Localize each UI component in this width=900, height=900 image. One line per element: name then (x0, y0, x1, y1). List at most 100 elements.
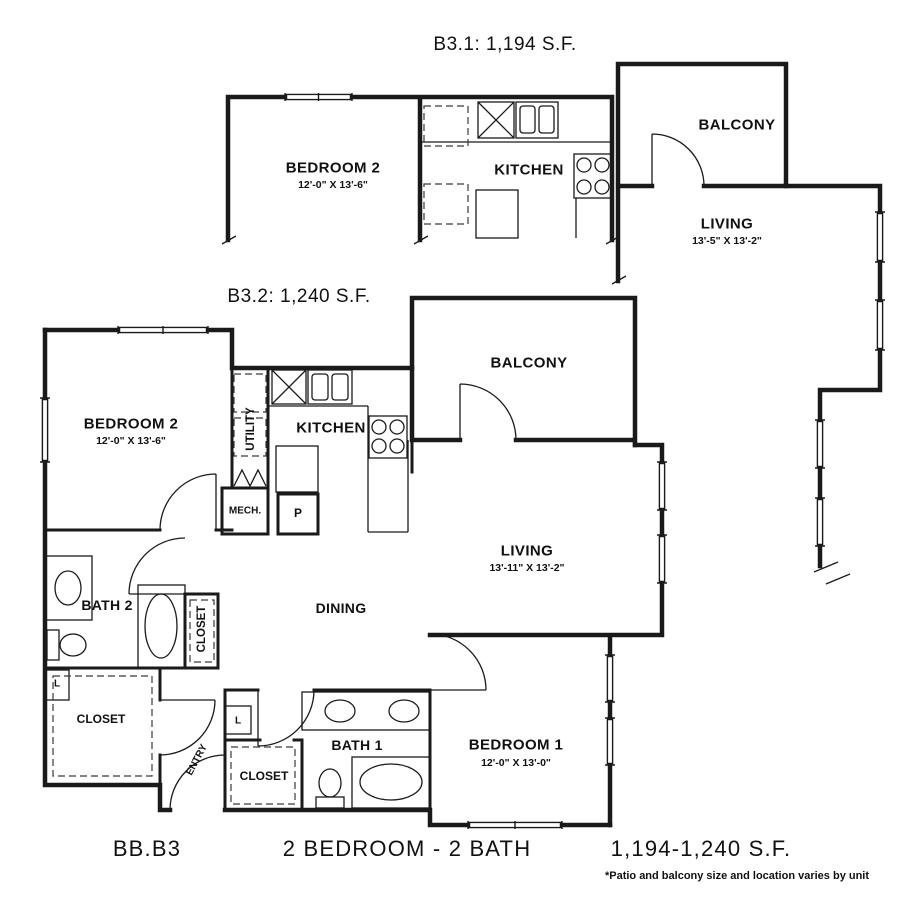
fridge-b32 (275, 445, 319, 493)
footer-footnote: *Patio and balcony size and location var… (604, 870, 870, 882)
hall-closet-dashes (189, 599, 215, 663)
kitchen-sink-b32 (307, 369, 353, 405)
break-marks (221, 235, 851, 585)
bath2-tub (137, 584, 186, 669)
bath1-sink-right (388, 699, 420, 723)
bath2-toilet-tank (46, 629, 60, 661)
bath1-door-arc (257, 689, 315, 747)
window-bedroom2-top (117, 326, 209, 334)
utility-bifold-door (233, 468, 267, 488)
burner (389, 419, 405, 435)
wall-b31-right (783, 183, 883, 569)
bath1-vanity (301, 691, 431, 731)
bedroom2-door-arc (159, 473, 217, 531)
room-label-b32-balcony: BALCONY (490, 354, 568, 372)
kitchen-counter-b31 (420, 141, 612, 238)
range-b32 (368, 415, 408, 459)
footer-plan-type: 2 BEDROOM - 2 BATH (282, 836, 532, 861)
dim-label-b32-bedroom1: 12'-0" X 13'-0" (481, 757, 551, 769)
bath1-toilet-bowl (318, 768, 342, 798)
dim-label-b32-living: 13'-11" X 13'-2" (489, 562, 565, 574)
wall-b32-top (42, 327, 415, 371)
footer-plan-code: BB.B3 (112, 836, 182, 861)
wall-bath1-closet (223, 738, 304, 812)
room-label-b31-living: LIVING (700, 215, 754, 233)
linen-label-a: L (53, 678, 61, 690)
linen-label-b: L (234, 715, 242, 727)
window-b31-lower-right-2 (815, 497, 825, 547)
bath2-toilet-bowl (59, 633, 87, 657)
appliance-dashed-1-b31 (423, 105, 469, 147)
burner (389, 438, 405, 454)
room-label-b32-dining: DINING (315, 600, 367, 616)
window-b31-living-right-1 (875, 211, 885, 263)
window-b31-living-right-2 (875, 299, 885, 351)
balcony-door-arc-b31 (651, 133, 705, 187)
room-label-b31-kitchen: KITCHEN (494, 161, 564, 179)
kitchen-sink-b31 (515, 101, 559, 139)
room-label-b32-hall-closet: CLOSET (196, 605, 208, 653)
doors-b31 (651, 133, 705, 187)
bath1-closet-dashes (230, 746, 296, 805)
dishwasher-x-b32 (271, 369, 307, 405)
sink-bowl-right-b32 (331, 373, 349, 401)
room-label-b32-bath1: BATH 1 (331, 737, 383, 753)
entry-closet-dashes (52, 675, 153, 777)
dim-label-b31-bedroom2: 12'-0" X 13'-6" (298, 179, 368, 191)
window-bedroom2-left (40, 397, 50, 463)
bedroom1-door-arc (429, 633, 487, 691)
dim-label-b31-living: 13'-5" X 13'-2" (692, 235, 762, 247)
plan-title-b32: B3.2: 1,240 S.F. (227, 286, 371, 307)
doors-b32 (128, 383, 517, 811)
burner (371, 438, 387, 454)
window-b31-bedroom2 (284, 93, 353, 101)
wall-b32-balcony (409, 295, 638, 448)
room-label-b31-balcony: BALCONY (698, 116, 776, 134)
dishwasher-b31 (477, 101, 515, 139)
dim-label-b32-bedroom2: 12'-0" X 13'-6" (96, 435, 166, 447)
window-b31-lower-right-1 (815, 419, 825, 469)
sink-bowl-right-b31 (538, 105, 555, 134)
wall-bath1 (223, 688, 432, 827)
linen-cabinet-b (224, 705, 252, 735)
walls-exterior-b31 (225, 61, 883, 569)
entry-door-arc (169, 754, 226, 811)
room-label-b32-entry-closet: CLOSET (76, 712, 126, 726)
room-label-b32-mech: MECH. (228, 505, 262, 517)
room-label-b32-bedroom2: BEDROOM 2 (83, 415, 179, 433)
bath1-sink-left (324, 699, 356, 723)
wall-b32-right (427, 442, 665, 828)
room-label-b32-bath1-closet: CLOSET (239, 769, 289, 783)
room-label-b32-kitchen: KITCHEN (296, 419, 366, 437)
room-label-b31-bedroom2: BEDROOM 2 (285, 159, 381, 177)
sink-bowl-left-b31 (519, 105, 536, 134)
footer-area-range: 1,194-1,240 S.F. (610, 836, 792, 861)
dishwasher-x-b31 (477, 101, 515, 139)
wall-b31-top (225, 94, 615, 243)
wall-bath2-bottom (43, 666, 220, 787)
burner (594, 157, 610, 173)
entry-closet-door-arc (159, 699, 216, 756)
window-bedroom1-right-1 (605, 654, 615, 703)
bath2-vanity (44, 555, 93, 621)
bath1-toilet-tank (315, 796, 345, 809)
burner (576, 157, 592, 173)
fixtures-b32 (44, 369, 431, 809)
window-living-right-2 (657, 534, 667, 584)
pantry-closet (276, 492, 320, 536)
room-label-b32-utility: UTILITY (245, 407, 257, 451)
balcony-door-arc (459, 383, 517, 441)
cut-mark (221, 235, 851, 585)
washer-dashed (233, 373, 267, 413)
room-label-b32-bedroom1: BEDROOM 1 (468, 736, 564, 754)
room-label-b32-pantry: P (293, 506, 303, 520)
bath1-tub-basin (359, 763, 423, 801)
windows-b31 (284, 93, 885, 547)
burner (576, 179, 592, 195)
bath1-tub (351, 756, 431, 809)
windows-b32 (40, 326, 667, 829)
kitchen-counter-b32 (268, 405, 409, 533)
range-b31 (573, 153, 613, 199)
